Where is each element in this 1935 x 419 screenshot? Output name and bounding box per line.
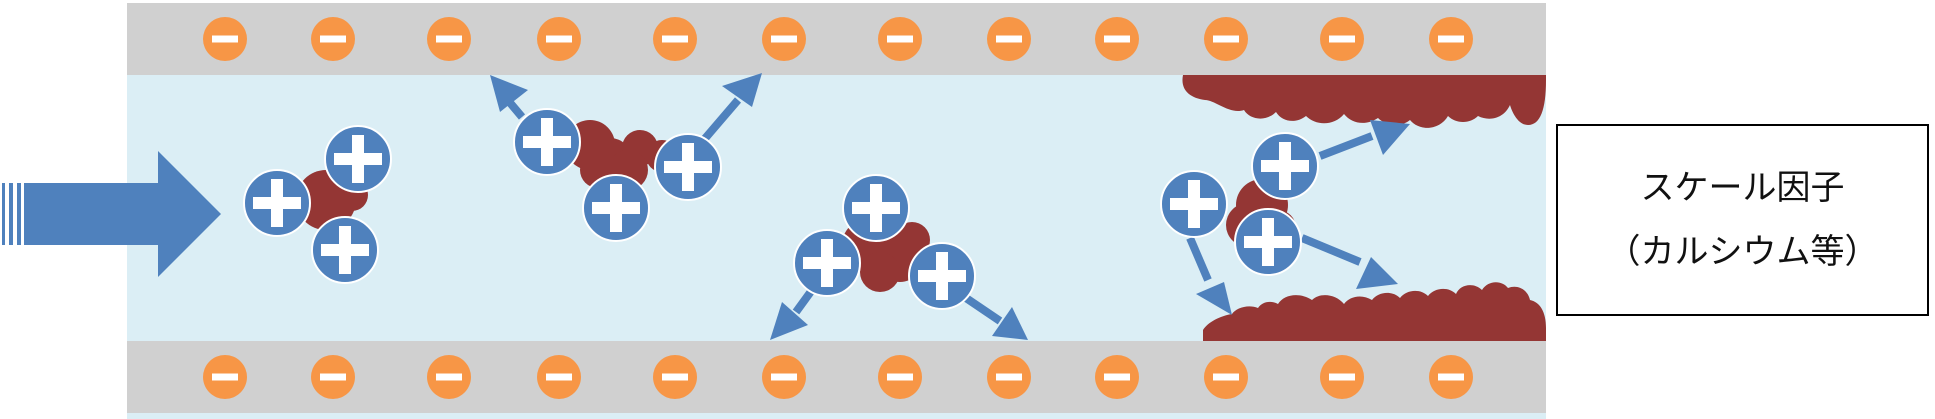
scale-deposit-bottom	[1203, 282, 1546, 341]
negative-charge-icon	[311, 17, 355, 61]
legend-label: スケール因子	[1640, 168, 1845, 208]
negative-charge-icon	[1204, 355, 1248, 399]
negative-charge-icon	[1095, 17, 1139, 61]
positive-charge-icon	[654, 133, 722, 201]
positive-charge-icon	[1234, 208, 1302, 276]
negative-charge-icon	[1320, 355, 1364, 399]
negative-charge-icon	[762, 355, 806, 399]
positive-charge-icon	[908, 242, 976, 310]
negative-charge-icon	[1429, 355, 1473, 399]
positive-charge-icon	[582, 174, 650, 242]
negative-charge-icon	[1095, 355, 1139, 399]
negative-charge-icon	[203, 17, 247, 61]
negative-charge-icon	[427, 355, 471, 399]
positive-charge-icon	[1160, 170, 1228, 238]
negative-charge-icon	[653, 17, 697, 61]
dispersal-arrows	[490, 73, 762, 145]
negative-charge-icon	[311, 355, 355, 399]
negative-charge-icon	[427, 17, 471, 61]
pipe-bottom-wall	[127, 341, 1546, 413]
negative-charge-icon	[203, 355, 247, 399]
negative-charge-icon	[878, 17, 922, 61]
negative-charge-icon	[1320, 17, 1364, 61]
negative-charge-icon	[537, 17, 581, 61]
positive-charge-icon	[243, 169, 311, 237]
scale-cluster-4	[1160, 120, 1410, 315]
pipe-bottom-edge	[127, 413, 1546, 419]
pipe-interior	[127, 75, 1546, 341]
negative-charge-icon	[1429, 17, 1473, 61]
negative-charge-icon	[987, 17, 1031, 61]
scale-deposit-top	[1182, 75, 1546, 128]
positive-charge-icon	[793, 229, 861, 297]
negative-charge-icon	[537, 355, 581, 399]
positive-charge-icon	[513, 108, 581, 176]
scale-cluster-2	[490, 73, 762, 242]
legend-sublabel: （カルシウム等）	[1606, 232, 1879, 272]
positive-charge-icon	[324, 125, 392, 193]
pipe-top-wall	[127, 3, 1546, 75]
positive-charge-icon	[311, 216, 379, 284]
negative-charge-icon	[987, 355, 1031, 399]
negative-charge-icon	[762, 17, 806, 61]
dispersal-arrows	[770, 287, 1028, 340]
scale-cluster-1	[243, 125, 392, 284]
positive-charge-icon	[1251, 132, 1319, 200]
negative-charge-icon	[653, 355, 697, 399]
negative-charge-icon	[878, 355, 922, 399]
flow-direction-arrow	[2, 151, 221, 277]
negative-charge-icon	[1204, 17, 1248, 61]
scale-cluster-3	[770, 174, 1028, 340]
positive-charge-icon	[842, 174, 910, 242]
dispersal-arrows	[1186, 120, 1410, 315]
legend-box: スケール因子 （カルシウム等）	[1556, 124, 1929, 316]
